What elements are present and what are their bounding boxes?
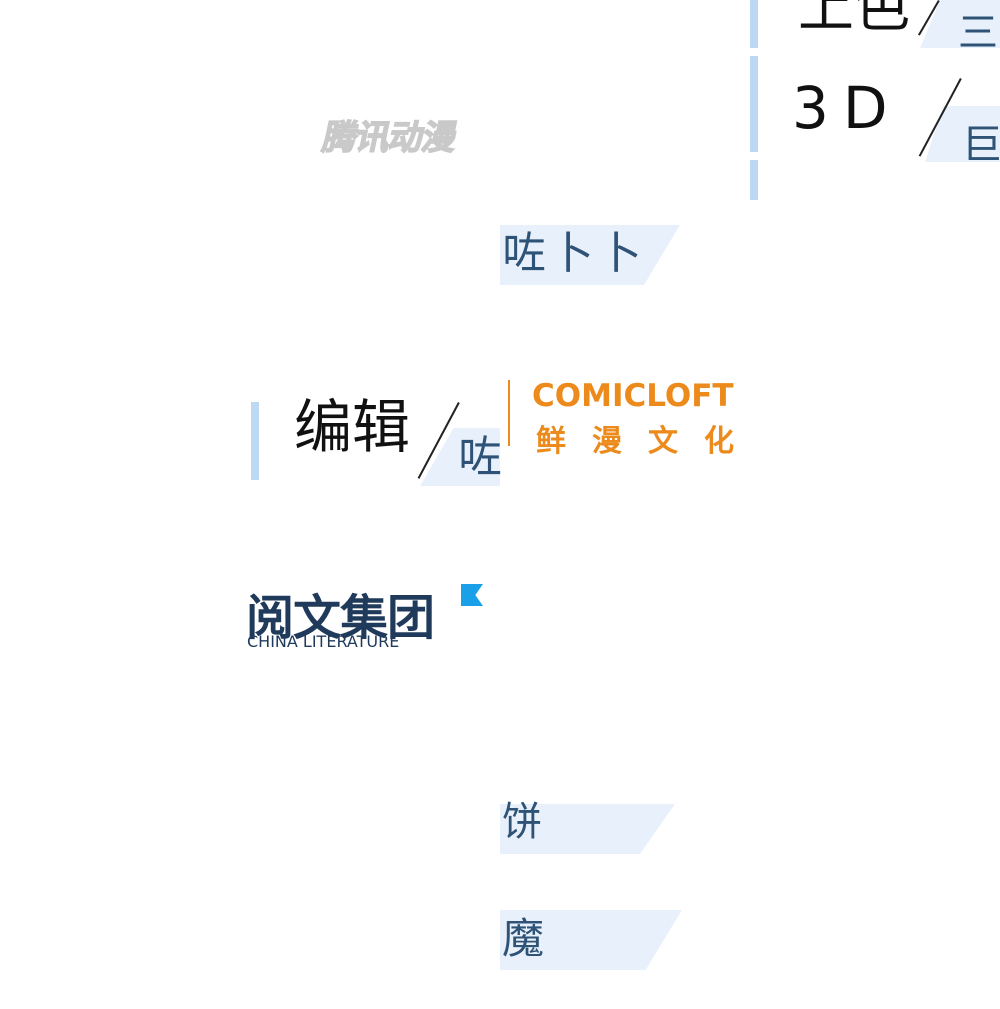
comicloft-logo: COMICLOFT 鲜漫文化 <box>508 378 748 459</box>
flag-icon <box>461 584 483 606</box>
credit-value-editor: 咗 <box>458 432 502 483</box>
credit-value-coloring: 三 <box>958 10 998 56</box>
credit-role-effects: 特效 <box>798 186 910 200</box>
credit-value-bing: 饼 <box>502 799 542 845</box>
comicloft-wordmark: COMICLOFT <box>532 378 734 414</box>
credit-role-3d: 3D <box>792 74 902 142</box>
watermark-text: 腾讯动漫 <box>319 117 461 159</box>
china-literature-en-name: CHINA LITERATURE <box>247 632 400 651</box>
credit-value-bg <box>500 225 680 285</box>
china-literature-logo: 阅文集团 CHINA LITERATURE <box>246 578 486 654</box>
comicloft-cn-name: 鲜漫文化 <box>536 424 760 459</box>
accent-bar <box>750 0 758 48</box>
accent-bar <box>750 56 758 152</box>
credit-value-mo: 魔 <box>502 914 545 963</box>
credit-value-3d: 巨 <box>962 122 1000 168</box>
china-literature-cn-name: 阅文集团 <box>246 590 435 646</box>
top-right-credit-block: 上色 三 3D 巨 特效 <box>750 0 1000 200</box>
credit-role-editor: 编辑 <box>294 393 411 461</box>
credit-value-zuobubu: 咗卜卜 <box>502 228 646 279</box>
accent-bar <box>251 402 259 480</box>
comicloft-divider <box>508 380 510 446</box>
watermark-logo: 腾讯动漫 <box>319 110 490 159</box>
credit-role-coloring: 上色 <box>798 0 910 40</box>
credit-value-bg <box>500 804 675 854</box>
accent-bar <box>750 160 758 200</box>
